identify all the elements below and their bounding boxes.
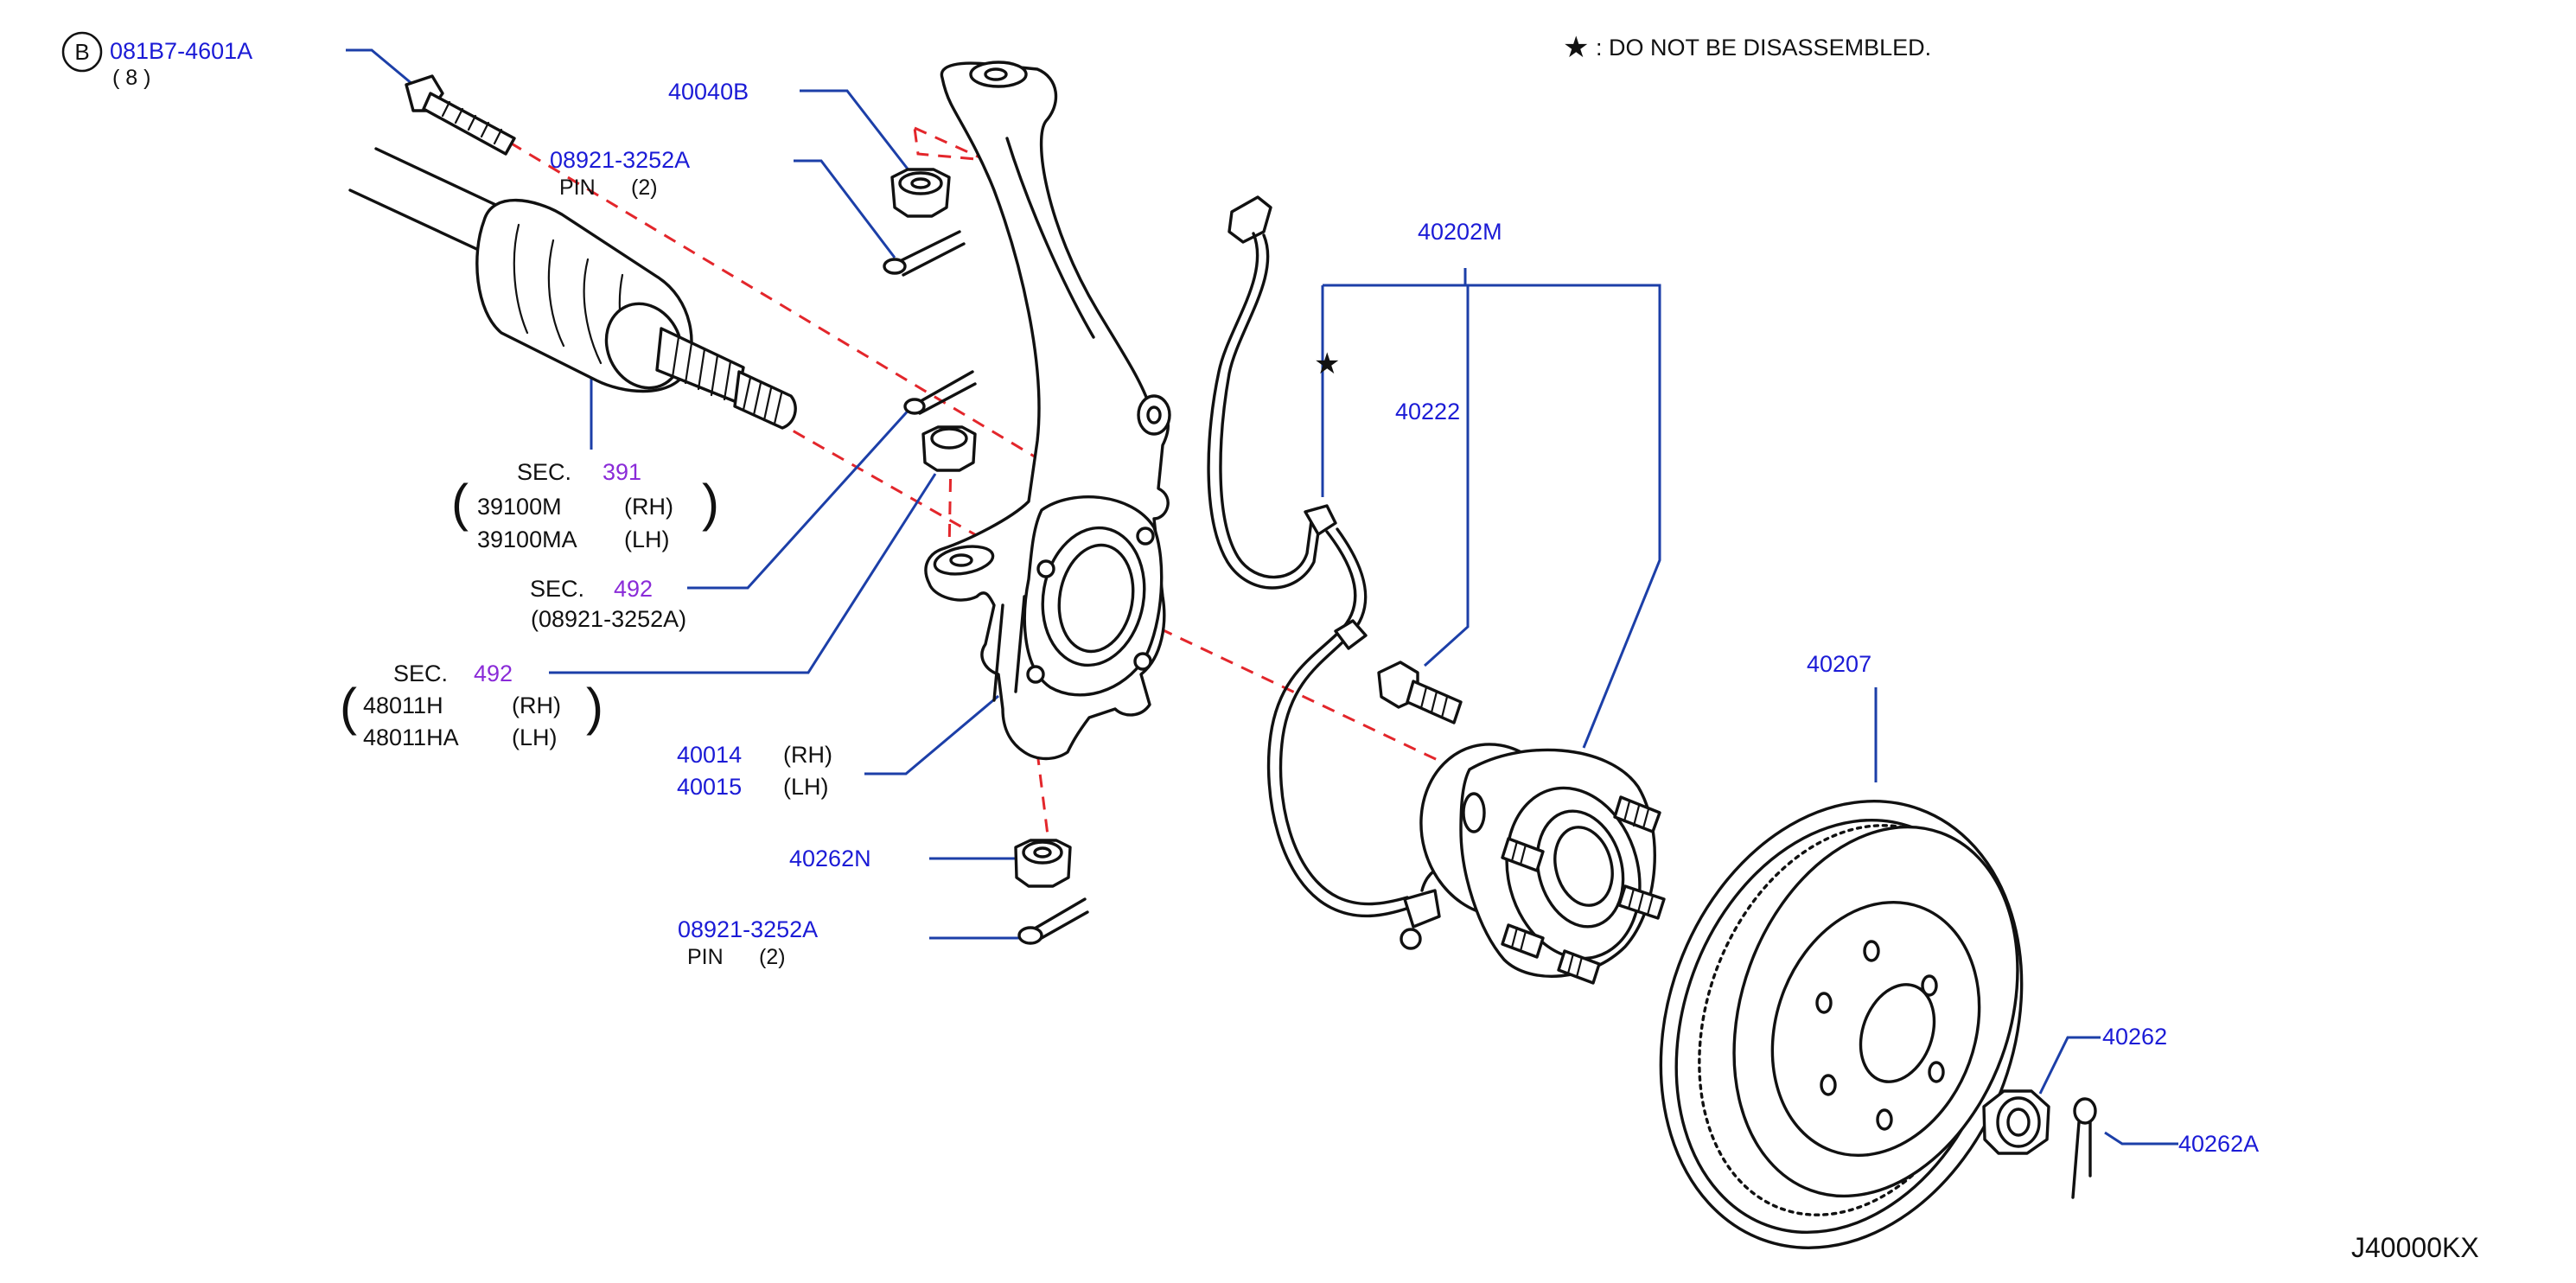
driveshaft-paren-open: ( <box>451 474 469 532</box>
part-40262a-link[interactable]: 40262A <box>2178 1131 2259 1157</box>
callout-b-icon <box>61 31 103 73</box>
cotter-pin-part[interactable] <box>2071 1097 2097 1199</box>
star-icon: ★ <box>1563 31 1589 64</box>
part-40262n-link[interactable]: 40262N <box>789 846 871 871</box>
tierod-lh: (LH) <box>512 724 558 750</box>
nut-mid-part[interactable] <box>921 425 977 472</box>
tierod-sec-label: SEC. <box>393 661 448 686</box>
hub-bolt-part[interactable] <box>1377 661 1463 724</box>
nut-bottom-part[interactable] <box>1014 839 1072 888</box>
pin-mid-part[interactable] <box>903 370 977 415</box>
part-40207-link[interactable]: 40207 <box>1807 651 1871 677</box>
bolt-part[interactable] <box>405 74 516 156</box>
driveshaft-lh-part: 39100MA <box>477 527 577 552</box>
driveshaft-rh: (RH) <box>624 494 673 520</box>
wheel-studs <box>1501 795 1666 985</box>
drawing-id: J40000KX <box>2351 1232 2479 1263</box>
pin-top-desc: PIN <box>559 176 596 200</box>
part-08921-3252a-top-link[interactable]: 08921-3252A <box>550 147 690 173</box>
tierod-paren-open: ( <box>340 678 357 736</box>
part-40262-link[interactable]: 40262 <box>2102 1024 2167 1050</box>
knuckle-lh: (LH) <box>783 774 829 800</box>
sec-492-tierod-link[interactable]: 492 <box>474 661 513 686</box>
part-40040b-link[interactable]: 40040B <box>668 79 749 105</box>
bolt-qty: ( 8 ) <box>112 66 150 90</box>
part-081b7-4601a-link[interactable]: 081B7-4601A <box>110 38 252 64</box>
part-40014-link[interactable]: 40014 <box>677 742 742 768</box>
note-text: : DO NOT BE DISASSEMBLED. <box>1596 35 1931 61</box>
nut-top-part[interactable] <box>890 168 951 218</box>
callout-b-letter: B <box>74 39 89 65</box>
steering-sec-label: SEC. <box>530 576 584 602</box>
part-40222-link[interactable]: 40222 <box>1395 399 1460 424</box>
sec-492-steering-link[interactable]: 492 <box>614 576 653 602</box>
pin-top-qty: (2) <box>631 176 658 200</box>
part-08921-3252a-bottom-link[interactable]: 08921-3252A <box>678 916 818 942</box>
driveshaft-lh: (LH) <box>624 527 670 552</box>
abs-sensor-part[interactable] <box>1207 195 1454 950</box>
tierod-lh-part: 48011HA <box>363 724 459 750</box>
part-40015-link[interactable]: 40015 <box>677 774 742 800</box>
leader-lines <box>346 48 2178 1146</box>
tierod-paren-close: ) <box>586 678 603 736</box>
pin-bottom-desc: PIN <box>687 945 724 969</box>
driveshaft-sec-label: SEC. <box>517 459 571 485</box>
driveshaft-rh-part: 39100M <box>477 494 562 520</box>
pin-bottom-part[interactable] <box>1017 897 1089 945</box>
tierod-rh-part: 48011H <box>363 693 443 718</box>
brake-rotor-part[interactable] <box>1600 750 2082 1283</box>
hub-nut-part[interactable] <box>1982 1089 2050 1155</box>
knuckle-rh: (RH) <box>783 742 832 768</box>
pin-bottom-qty: (2) <box>759 945 786 969</box>
driveshaft-part[interactable] <box>348 147 797 430</box>
steering-knuckle-part[interactable] <box>924 61 1171 761</box>
steering-sec-sub: (08921-3252A) <box>531 606 686 632</box>
tierod-rh: (RH) <box>512 693 561 718</box>
driveshaft-paren-close: ) <box>702 474 719 532</box>
pin-top-part[interactable] <box>883 230 966 277</box>
hub-star-icon: ★ <box>1314 348 1340 380</box>
sec-391-link[interactable]: 391 <box>603 459 641 485</box>
part-40202m-link[interactable]: 40202M <box>1418 219 1502 245</box>
hub-assembly-part[interactable] <box>1402 727 1666 985</box>
